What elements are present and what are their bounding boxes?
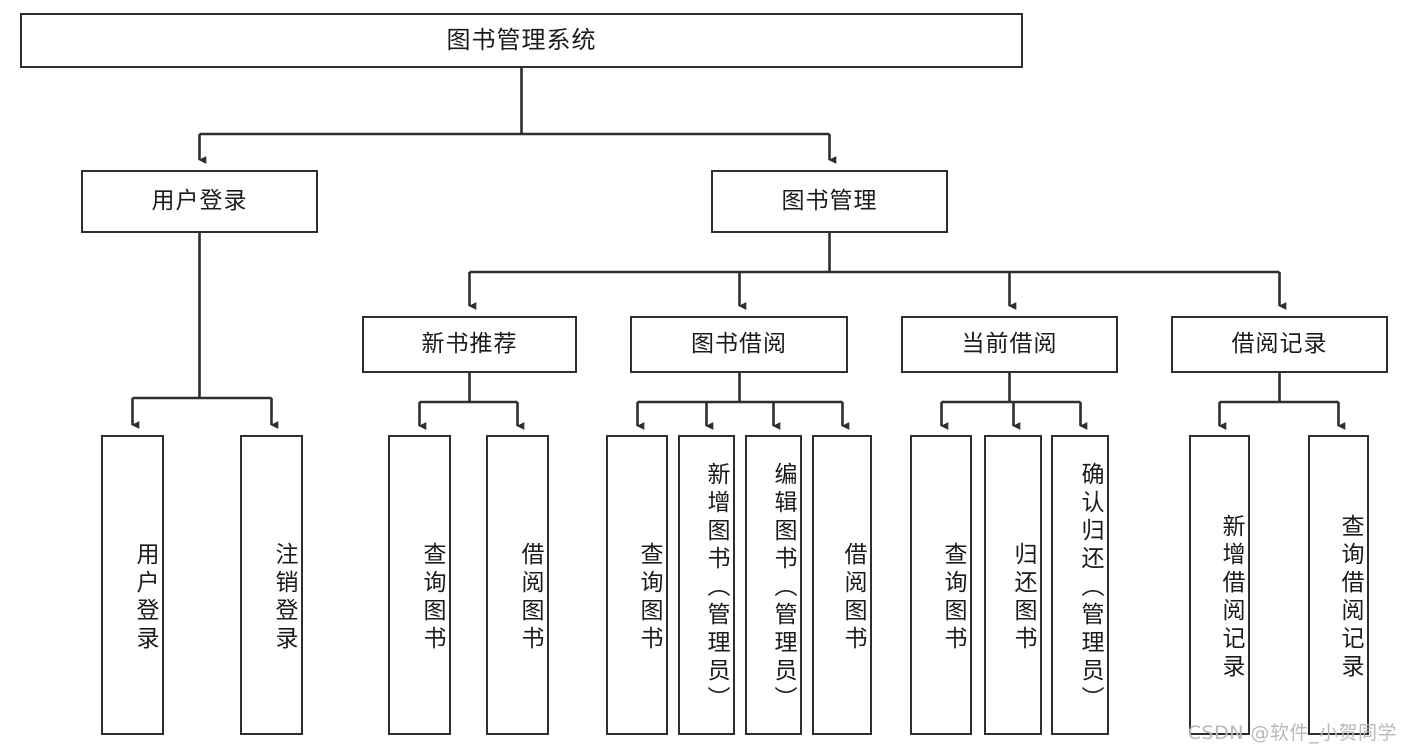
node-label: 图书管理 <box>781 187 878 214</box>
node-label: 新增借阅记录 <box>1218 514 1244 682</box>
csdn-watermark: CSDN @软件_小贺同学 <box>1187 722 1397 744</box>
node-label: 查询借阅记录 <box>1337 514 1363 682</box>
node-book-borrow[interactable]: 图书借阅 <box>630 316 848 373</box>
node-label: 图书借阅 <box>691 330 787 357</box>
node-label: 确认归还（管理员） <box>1077 462 1103 714</box>
leaf-borrow-book[interactable]: 借阅图书 <box>812 435 872 735</box>
node-new-book-recommendation[interactable]: 新书推荐 <box>362 316 577 373</box>
node-current-borrow[interactable]: 当前借阅 <box>901 316 1118 373</box>
leaf-add-borrow-record[interactable]: 新增借阅记录 <box>1189 435 1250 735</box>
node-label: 用户登录 <box>151 187 248 214</box>
node-label: 新增图书（管理员） <box>703 462 729 714</box>
node-label: 新书推荐 <box>421 330 518 357</box>
leaf-return-book[interactable]: 归还图书 <box>984 435 1042 735</box>
leaf-query-book-borrow[interactable]: 查询图书 <box>606 435 668 735</box>
node-label: 图书管理系统 <box>446 26 597 55</box>
leaf-user-logout[interactable]: 注销登录 <box>240 435 303 735</box>
node-label: 归还图书 <box>1010 542 1036 654</box>
leaf-query-book-current[interactable]: 查询图书 <box>910 435 972 735</box>
leaf-query-borrow-record[interactable]: 查询借阅记录 <box>1308 435 1369 735</box>
node-label: 借阅记录 <box>1231 330 1328 357</box>
node-user-login[interactable]: 用户登录 <box>81 170 318 233</box>
leaf-query-book-recommendation[interactable]: 查询图书 <box>388 435 451 735</box>
node-label: 查询图书 <box>636 542 662 654</box>
node-label: 查询图书 <box>419 542 445 654</box>
node-label: 查询图书 <box>940 542 966 654</box>
node-label: 借阅图书 <box>517 542 543 654</box>
node-label: 编辑图书（管理员） <box>770 462 796 714</box>
leaf-add-book-admin[interactable]: 新增图书（管理员） <box>678 435 735 735</box>
node-book-management-system[interactable]: 图书管理系统 <box>20 13 1023 68</box>
node-borrow-record[interactable]: 借阅记录 <box>1171 316 1388 373</box>
leaf-borrow-book-recommendation[interactable]: 借阅图书 <box>486 435 549 735</box>
leaf-edit-book-admin[interactable]: 编辑图书（管理员） <box>745 435 802 735</box>
node-label: 注销登录 <box>271 542 297 654</box>
leaf-user-login[interactable]: 用户登录 <box>101 435 164 735</box>
node-label: 用户登录 <box>132 542 158 654</box>
node-book-management[interactable]: 图书管理 <box>711 170 948 233</box>
node-label: 当前借阅 <box>961 330 1058 357</box>
node-label: 借阅图书 <box>840 542 866 654</box>
leaf-confirm-return-admin[interactable]: 确认归还（管理员） <box>1051 435 1109 735</box>
